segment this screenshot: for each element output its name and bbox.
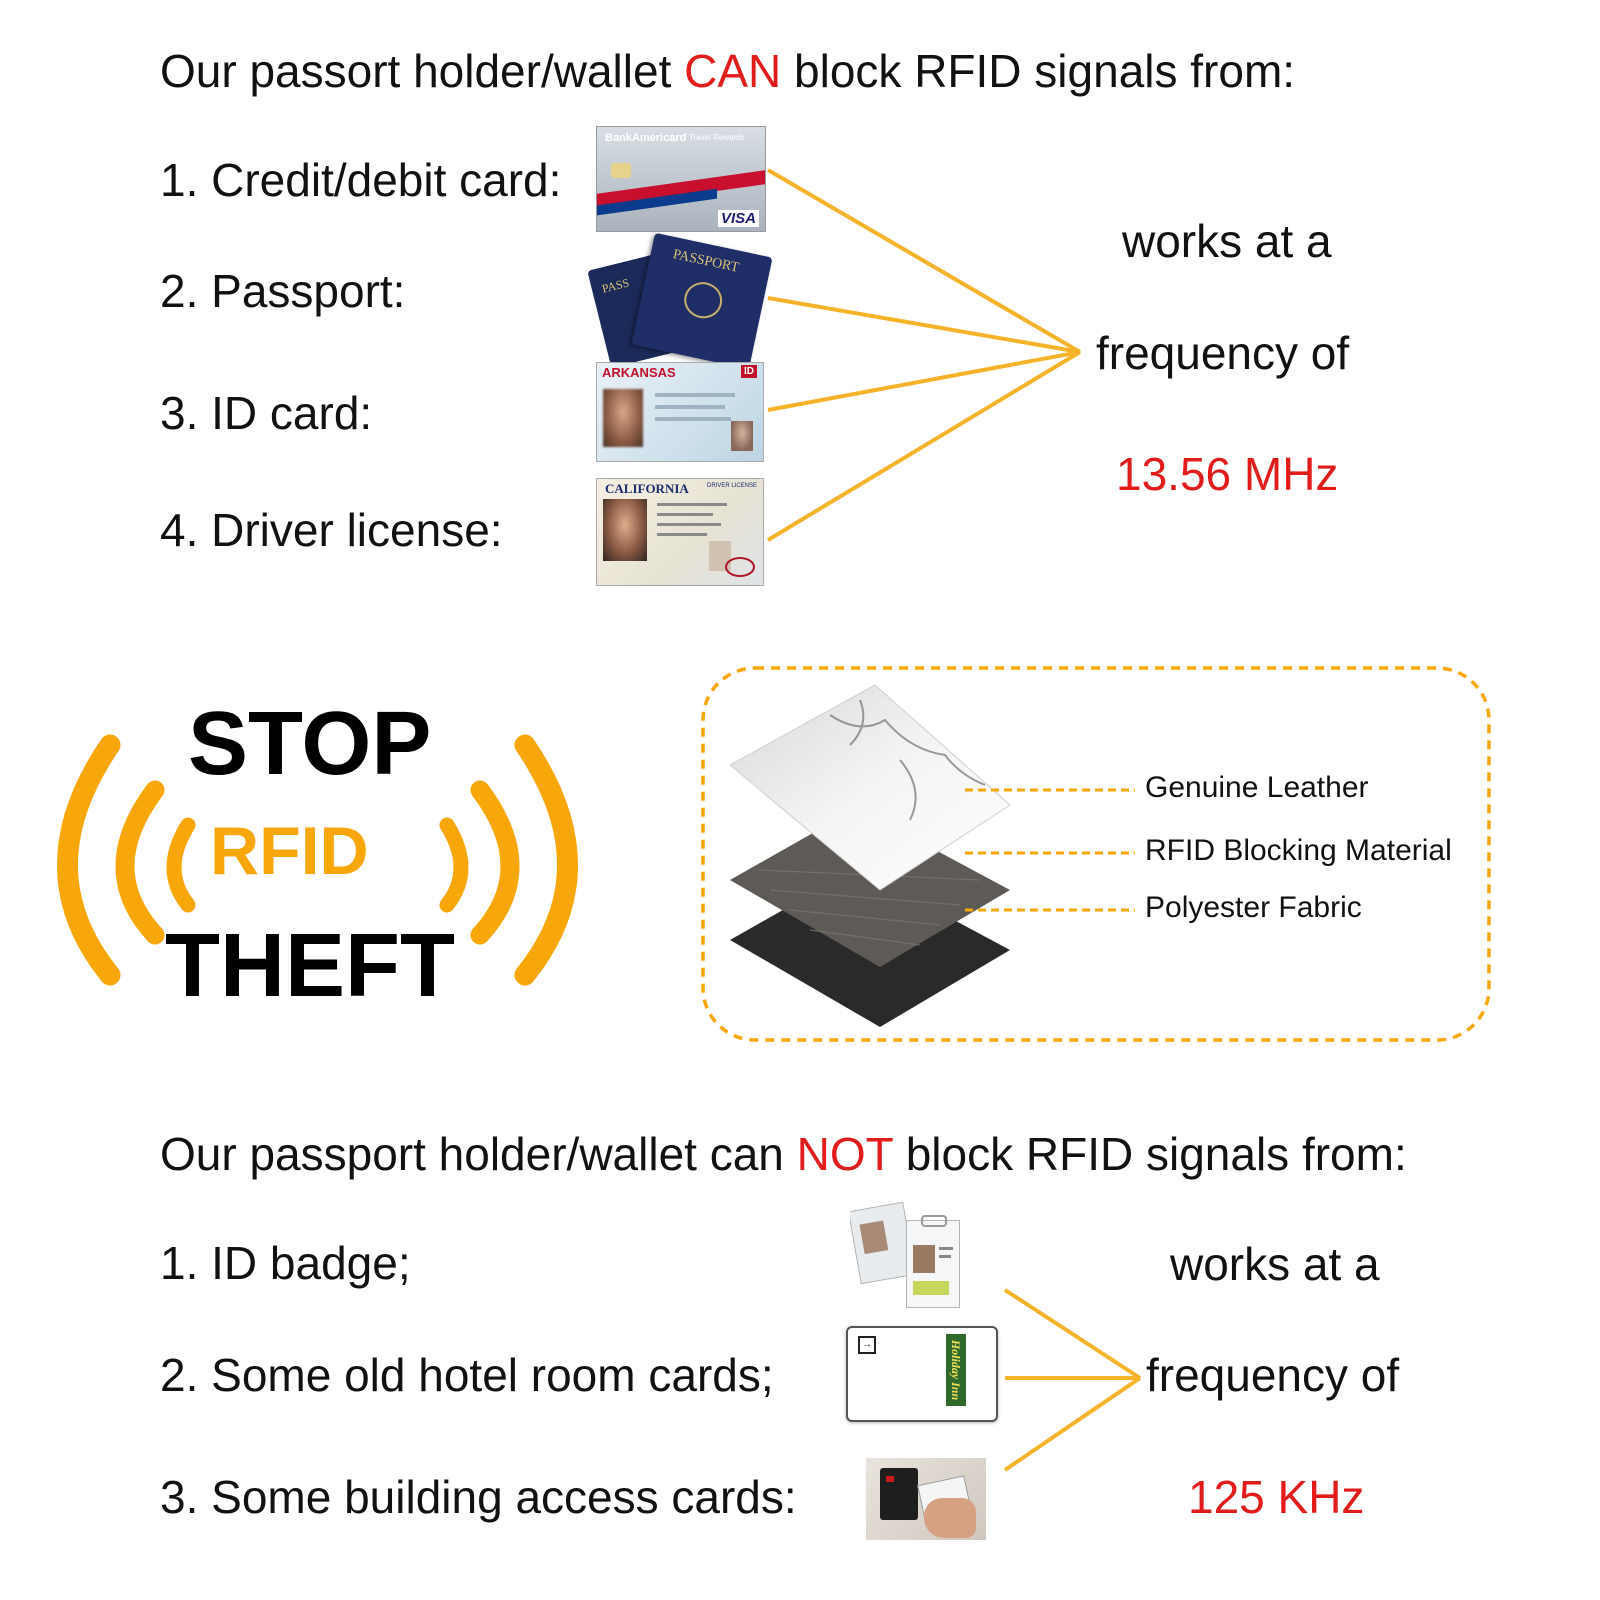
can-item-license: 4. Driver license: xyxy=(160,504,503,556)
can-freq-value: 13.56 MHz xyxy=(1116,448,1339,500)
hand xyxy=(924,1498,976,1538)
can-item-credit: 1. Credit/debit card: xyxy=(160,154,562,206)
layer-label-leather: Genuine Leather xyxy=(1145,771,1369,804)
line-badge xyxy=(1003,1288,1142,1380)
access-card-image xyxy=(866,1458,986,1540)
line-id xyxy=(767,350,1081,412)
passport-image: PASS PASSPORT xyxy=(587,232,773,370)
can-freq-line2: frequency of xyxy=(1096,327,1350,379)
layers-frame xyxy=(701,666,1491,1042)
wave-right-outer xyxy=(514,734,578,986)
can-item-id: 3. ID card: xyxy=(160,387,373,439)
line-credit xyxy=(766,168,1082,354)
cannot-heading-post: block RFID signals from: xyxy=(892,1128,1407,1180)
cannot-item-hotel: 2. Some old hotel room cards; xyxy=(160,1349,774,1401)
id-card-state: ARKANSAS xyxy=(602,365,676,380)
id-card-image: ARKANSAS ID xyxy=(596,362,764,462)
logo-stop: STOP xyxy=(188,694,432,794)
license-state: CALIFORNIA xyxy=(605,481,689,496)
cannot-freq-value: 125 KHz xyxy=(1188,1471,1365,1523)
wave-right-inner xyxy=(439,817,469,913)
line-license xyxy=(766,350,1082,542)
id-badge-image xyxy=(850,1198,962,1310)
hotel-card-brand: Holiday Inn xyxy=(946,1334,966,1406)
license-photo xyxy=(603,499,647,561)
card-reader xyxy=(880,1468,918,1520)
id-card-photo xyxy=(603,389,643,447)
driver-license-image: CALIFORNIA DRIVER LICENSE xyxy=(596,478,764,586)
wave-left-middle xyxy=(115,780,165,945)
can-item-passport: 2. Passport: xyxy=(160,265,406,317)
can-freq-line1: works at a xyxy=(1122,215,1332,267)
passport-eagle-icon xyxy=(680,278,726,322)
cannot-heading-emphasis: NOT xyxy=(796,1128,893,1180)
wave-right-middle xyxy=(470,780,520,945)
can-heading-pre: Our passort holder/wallet xyxy=(160,45,685,97)
cannot-freq-line2: frequency of xyxy=(1146,1349,1400,1401)
layer-rfid-material xyxy=(730,808,1010,967)
hotel-card-arrow-icon: → xyxy=(858,1336,876,1354)
cannot-heading: Our passport holder/wallet can NOT block… xyxy=(160,1131,1407,1177)
visa-logo: VISA xyxy=(717,210,759,227)
cannot-item-badge: 1. ID badge; xyxy=(160,1237,411,1289)
wave-left-inner xyxy=(166,817,196,913)
layer-leather xyxy=(729,684,1011,891)
cannot-item-access: 3. Some building access cards: xyxy=(160,1471,797,1523)
credit-card-image: BankAmericard Travel Rewards VISA xyxy=(596,126,766,232)
passport-back-label: PASS xyxy=(600,275,631,296)
can-heading: Our passort holder/wallet CAN block RFID… xyxy=(160,48,1295,94)
wave-left-outer xyxy=(57,734,121,986)
license-tag: DRIVER LICENSE xyxy=(706,483,757,489)
passport-label: PASSPORT xyxy=(671,247,741,276)
line-passport xyxy=(767,296,1081,354)
line-access xyxy=(1003,1376,1142,1472)
credit-card-sub: Travel Rewards xyxy=(689,133,745,142)
logo-theft: THEFT xyxy=(165,916,455,1016)
cannot-freq-line1: works at a xyxy=(1170,1238,1380,1290)
logo-rfid: RFID xyxy=(198,817,381,885)
logo-rfid-text: RFID xyxy=(210,813,369,889)
credit-card-bank: BankAmericard xyxy=(605,132,687,144)
can-heading-emphasis: CAN xyxy=(684,45,782,97)
id-card-tag: ID xyxy=(741,365,757,378)
layer-label-rfid: RFID Blocking Material xyxy=(1145,834,1452,867)
cannot-heading-pre: Our passport holder/wallet can xyxy=(160,1128,797,1180)
hotel-card-image: → Holiday Inn xyxy=(846,1326,998,1422)
can-heading-post: block RFID signals from: xyxy=(781,45,1296,97)
layer-label-polyester: Polyester Fabric xyxy=(1145,891,1362,924)
